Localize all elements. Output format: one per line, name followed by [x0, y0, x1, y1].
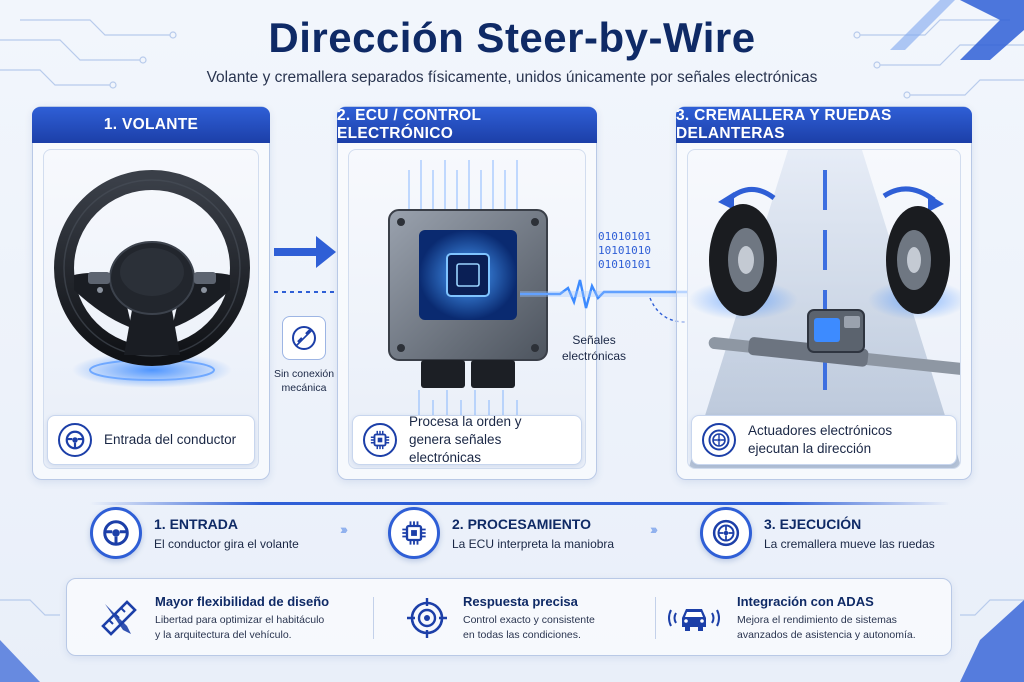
- caption-text: Entrada del conductor: [104, 431, 237, 447]
- step-description: La cremallera mueve las ruedas: [764, 536, 935, 551]
- binary-line: 01010101: [598, 230, 651, 243]
- benefit-title: Mayor flexibilidad de diseño: [155, 594, 330, 610]
- step-description: El conductor gira el volante: [154, 536, 299, 551]
- benefit-precise-response: Respuesta precisa Control exacto y consi…: [405, 589, 595, 647]
- divider: [655, 597, 656, 639]
- panel-header: 1. VOLANTE: [32, 107, 270, 143]
- benefit-adas-integration: Integración con ADAS Mejora el rendimien…: [665, 589, 916, 647]
- no-mechanical-link-label: Sin conexión mecánica: [268, 368, 340, 395]
- panel-steering-wheel: 1. VOLANTE: [32, 106, 270, 480]
- caption-ecu: Procesa la orden y genera señales electr…: [352, 413, 582, 468]
- signals-line1: Señales: [572, 333, 616, 347]
- caption-line1: Actuadores electrónicos: [748, 422, 893, 438]
- panel-header: 2. ECU / CONTROL ELECTRÓNICO: [337, 107, 597, 143]
- benefit-line1: Mejora el rendimiento de sistemas: [737, 614, 897, 627]
- benefit-line2: en todas las condiciones.: [463, 628, 581, 641]
- step-title: 1. ENTRADA: [154, 515, 239, 532]
- target-icon: [407, 598, 447, 638]
- benefit-line2: avanzados de asistencia y autonomía.: [737, 628, 916, 641]
- page-subtitle: Volante y cremallera separados físicamen…: [206, 69, 818, 86]
- caption-line2: genera señales electrónicas: [409, 431, 502, 466]
- binary-signal: 01010101 10101010 01010101: [598, 230, 651, 271]
- steering-wheel-icon: [58, 423, 92, 457]
- panel-header: 3. CREMALLERA Y RUEDAS DELANTERAS: [676, 107, 972, 143]
- steering-wheel-icon: [90, 507, 142, 559]
- benefits-panel: Mayor flexibilidad de diseño Libertad pa…: [66, 578, 952, 656]
- panel-ecu: 2. ECU / CONTROL ELECTRÓNICO: [337, 106, 597, 480]
- step-processing: 2. PROCESAMIENTO La ECU interpreta la ma…: [388, 500, 614, 566]
- steps-connector-line: [90, 502, 950, 505]
- benefit-title: Integración con ADAS: [737, 594, 874, 610]
- step-execution: 3. EJECUCIÓN La cremallera mueve las rue…: [700, 500, 935, 566]
- broken-link-icon: [292, 326, 316, 350]
- caption-text: Procesa la orden y genera señales electr…: [409, 413, 571, 468]
- panel-rack-wheels: 3. CREMALLERA Y RUEDAS DELANTERAS: [676, 106, 972, 480]
- benefit-line1: Control exacto y consistente: [463, 614, 595, 627]
- chevrons-icon: ›››: [650, 521, 658, 537]
- no-mechanical-link-badge: [282, 316, 326, 360]
- caption-line2: ejecutan la dirección: [748, 441, 872, 456]
- no-link-line2: mecánica: [281, 381, 327, 394]
- step-title: 2. PROCESAMIENTO: [452, 515, 591, 532]
- caption-text: Actuadores electrónicos ejecutan la dire…: [748, 422, 892, 458]
- benefit-line2: y la arquitectura del vehículo.: [155, 628, 292, 641]
- divider: [373, 597, 374, 639]
- arrow-right-icon: [274, 236, 336, 293]
- benefit-line1: Libertad para optimizar el habitáculo: [155, 614, 325, 627]
- page-title: Dirección Steer-by-Wire: [268, 14, 756, 61]
- ecu-module-icon: [388, 160, 548, 440]
- caption-line1: Procesa la orden y: [409, 413, 522, 429]
- signals-line2: electrónicas: [562, 349, 627, 364]
- step-description: La ECU interpreta la maniobra: [452, 536, 615, 551]
- wheel-icon: [700, 507, 752, 559]
- steering-wheel-icon: [54, 170, 250, 388]
- electronic-signals-label: Señales electrónicas: [562, 332, 626, 364]
- chevrons-icon: ›››: [340, 521, 348, 537]
- binary-line: 10101010: [598, 243, 651, 257]
- step-input: 1. ENTRADA El conductor gira el volante: [90, 500, 299, 566]
- benefit-title: Respuesta precisa: [463, 594, 578, 610]
- step-title: 3. EJECUCIÓN: [764, 515, 862, 532]
- wheel-icon: [702, 423, 736, 457]
- chip-icon: [388, 507, 440, 559]
- pencil-ruler-icon: [101, 600, 137, 636]
- car-radar-icon: [668, 609, 720, 631]
- benefit-design-flexibility: Mayor flexibilidad de diseño Libertad pa…: [97, 589, 329, 647]
- caption-actuators: Actuadores electrónicos ejecutan la dire…: [691, 415, 957, 465]
- steering-rack-icon: [688, 150, 960, 468]
- binary-line: 01010101: [598, 257, 651, 271]
- caption-driver-input: Entrada del conductor: [47, 415, 255, 465]
- no-link-line1: Sin conexión: [273, 368, 335, 380]
- chip-icon: [363, 423, 397, 457]
